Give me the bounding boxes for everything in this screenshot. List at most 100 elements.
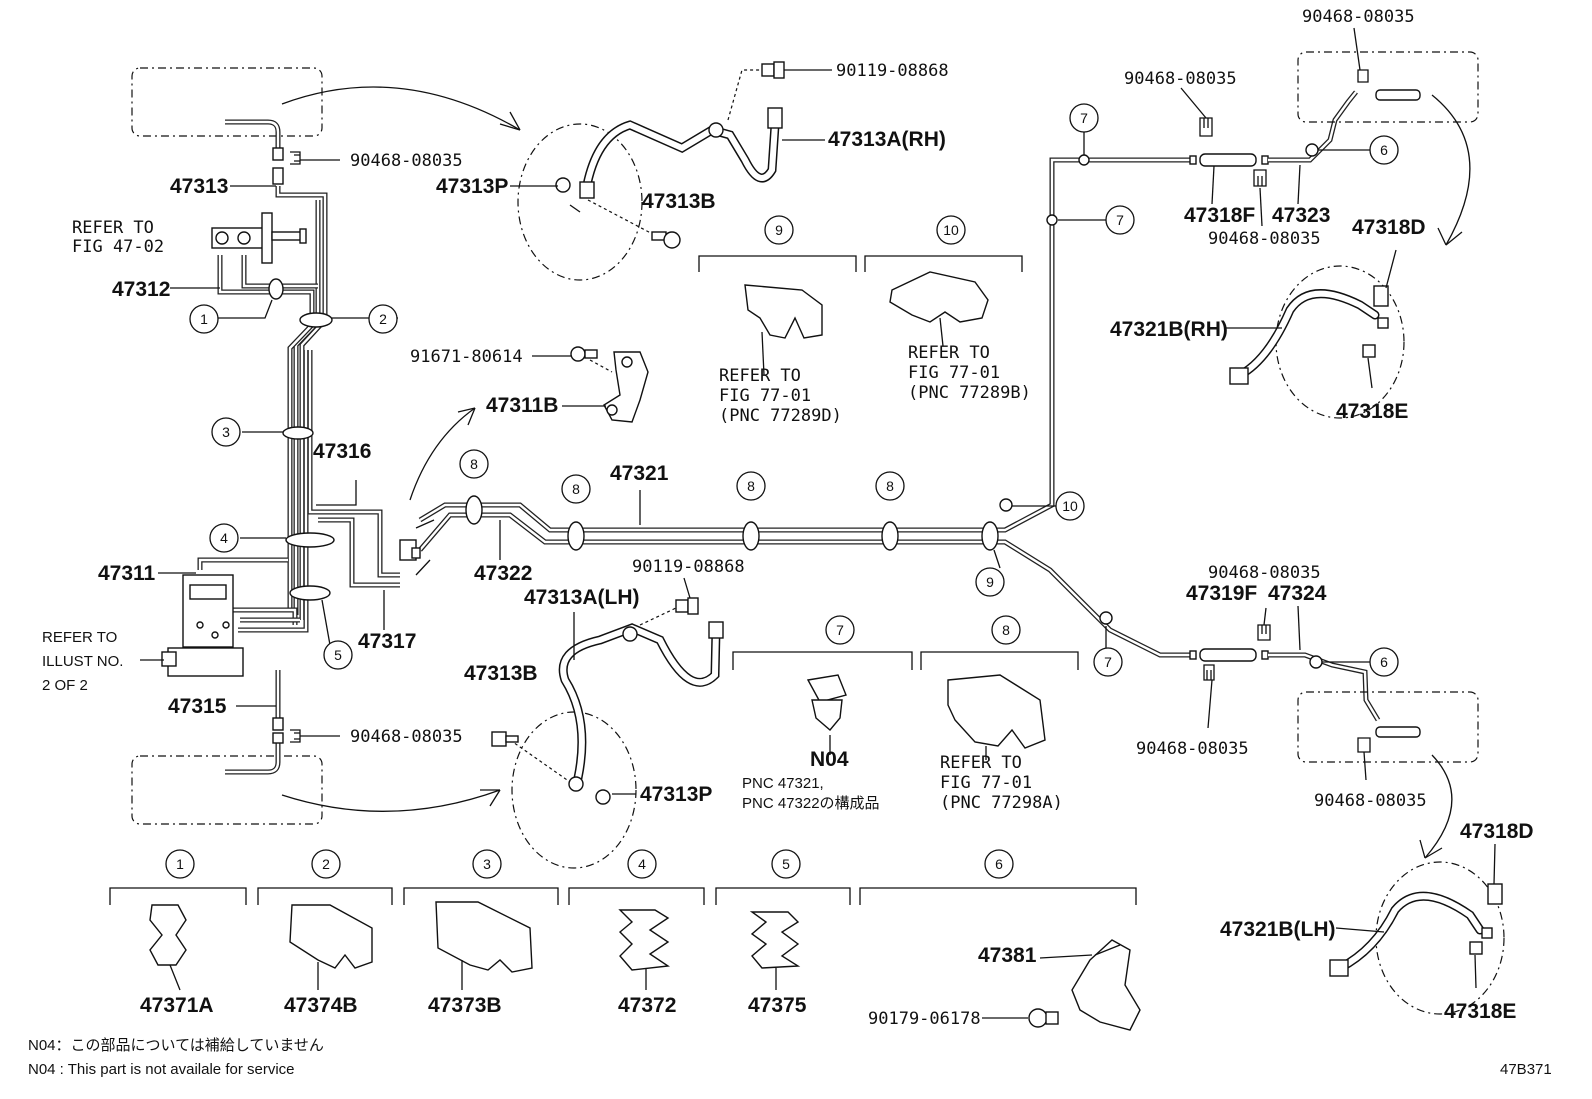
label-47375: 47375 <box>748 994 807 1017</box>
label-47313B-top: 47313B <box>642 190 716 213</box>
clamp-detail-47371A <box>149 904 187 966</box>
callout-6-a: 6 <box>1369 135 1399 165</box>
callout-7-c: 7 <box>1093 647 1123 677</box>
refer-illust-line3: 2 OF 2 <box>42 677 88 694</box>
note-en: N04 : This part is not availale for serv… <box>28 1061 295 1078</box>
refer-9-line3: (PNC 77289D) <box>719 406 842 426</box>
clamp-7a <box>1078 154 1090 166</box>
svg-text:7: 7 <box>836 622 844 638</box>
label-47371A: 47371A <box>140 994 214 1017</box>
svg-text:6: 6 <box>995 856 1003 872</box>
svg-text:3: 3 <box>483 856 491 872</box>
callout-8-group: 8 <box>991 615 1021 645</box>
callout-4-group: 4 <box>627 849 657 879</box>
svg-text:5: 5 <box>334 647 342 663</box>
clamp-10 <box>999 498 1013 512</box>
clamp-detail-47372 <box>618 909 670 971</box>
detail-box-top-right <box>1297 51 1479 123</box>
callout-7-a: 7 <box>1069 103 1099 133</box>
brake-actuator-47311 <box>161 574 244 677</box>
note-jp: N04：この部品については補給していません <box>28 1037 324 1054</box>
refer-10-line1: REFER TO <box>908 343 990 363</box>
callout-6-group: 6 <box>984 849 1014 879</box>
label-90119-mid: 90119-08868 <box>632 557 745 577</box>
clamp-detail-9 <box>744 284 823 339</box>
label-47319F: 47319F <box>1186 582 1257 605</box>
label-47372: 47372 <box>618 994 676 1017</box>
label-47311B: 47311B <box>486 394 558 417</box>
label-47313P-bottom: 47313P <box>640 783 712 806</box>
label-90468-tr3: 90468-08035 <box>1208 229 1321 249</box>
svg-text:5: 5 <box>782 856 790 872</box>
svg-text:7: 7 <box>1080 110 1088 126</box>
svg-text:8: 8 <box>1002 622 1010 638</box>
refer-illust-line2: ILLUST NO. <box>42 653 123 670</box>
label-47311: 47311 <box>98 562 156 585</box>
label-47313A-RH: 47313A(RH) <box>828 128 946 151</box>
label-90119-top: 90119-08868 <box>836 61 949 81</box>
svg-text:1: 1 <box>176 856 184 872</box>
detail-box-top-left <box>131 67 323 137</box>
label-47321B-RH: 47321B(RH) <box>1110 318 1228 341</box>
label-47313P-top: 47313P <box>436 175 508 198</box>
callout-3-group: 3 <box>472 849 502 879</box>
svg-text:6: 6 <box>1380 142 1388 158</box>
svg-text:8: 8 <box>747 478 755 494</box>
connector-47318F <box>1189 90 1358 167</box>
bolt-47313B-top <box>651 231 681 249</box>
clamp-7b <box>1046 214 1058 226</box>
label-47381: 47381 <box>978 944 1037 967</box>
callout-2: 2 <box>368 304 398 334</box>
clamp-9 <box>981 521 999 551</box>
svg-text:3: 3 <box>222 424 230 440</box>
refer-10-line3: (PNC 77289B) <box>908 383 1031 403</box>
label-90468-br1: 90468-08035 <box>1208 563 1321 583</box>
callout-1: 1 <box>189 304 219 334</box>
callout-8-a: 8 <box>459 449 489 479</box>
n04-note-line1: PNC 47321, <box>742 775 824 792</box>
clamp-4 <box>285 532 335 548</box>
svg-text:7: 7 <box>1116 212 1124 228</box>
label-47313A-LH: 47313A(LH) <box>524 586 640 609</box>
clamp-3 <box>282 426 314 440</box>
clamp-8a <box>465 495 483 525</box>
callout-5: 5 <box>323 640 353 670</box>
label-47318D-top: 47318D <box>1352 216 1426 239</box>
svg-text:10: 10 <box>1062 498 1078 514</box>
label-90468-br2: 90468-08035 <box>1136 739 1249 759</box>
arrow-top-right <box>1431 94 1471 246</box>
clamp-1 <box>268 278 284 300</box>
callout-8-d: 8 <box>875 471 905 501</box>
refer-illust-line1: REFER TO <box>42 629 117 646</box>
arrow-bottom-right <box>1424 754 1453 859</box>
label-47323: 47323 <box>1272 204 1330 227</box>
bolt-90179 <box>1028 1008 1059 1028</box>
refer-8-line2: FIG 77-01 <box>940 773 1032 793</box>
label-47318D-bottom: 47318D <box>1460 820 1534 843</box>
detail-oval-hose-top <box>517 123 643 281</box>
callout-9-a: 9 <box>975 567 1005 597</box>
diagram-code: 47B371 <box>1500 1061 1552 1078</box>
svg-text:6: 6 <box>1380 654 1388 670</box>
clip-90468-br1 <box>1203 664 1215 681</box>
callout-7-group: 7 <box>825 615 855 645</box>
label-90468-top-left: 90468-08035 <box>350 151 463 171</box>
callout-8-c: 8 <box>736 471 766 501</box>
label-47312: 47312 <box>112 278 170 301</box>
label-47313: 47313 <box>170 175 228 198</box>
label-91671: 91671-80614 <box>410 347 523 367</box>
callout-10-a: 10 <box>1055 491 1085 521</box>
callout-7-b: 7 <box>1105 205 1135 235</box>
refer-fig-47-02-line2: FIG 47-02 <box>72 237 164 257</box>
clamp-detail-47373B <box>435 901 533 973</box>
svg-text:2: 2 <box>379 311 387 327</box>
label-90468-tr1: 90468-08035 <box>1302 7 1415 27</box>
n04-note-line2: PNC 47322の構成品 <box>742 795 880 812</box>
label-47313B-bottom: 47313B <box>464 662 538 685</box>
label-47324: 47324 <box>1268 582 1327 605</box>
label-47318F: 47318F <box>1184 204 1255 227</box>
label-47318E-bottom: 47318E <box>1444 1000 1516 1023</box>
svg-text:10: 10 <box>943 222 959 238</box>
label-90468-bottom-left: 90468-08035 <box>350 727 463 747</box>
